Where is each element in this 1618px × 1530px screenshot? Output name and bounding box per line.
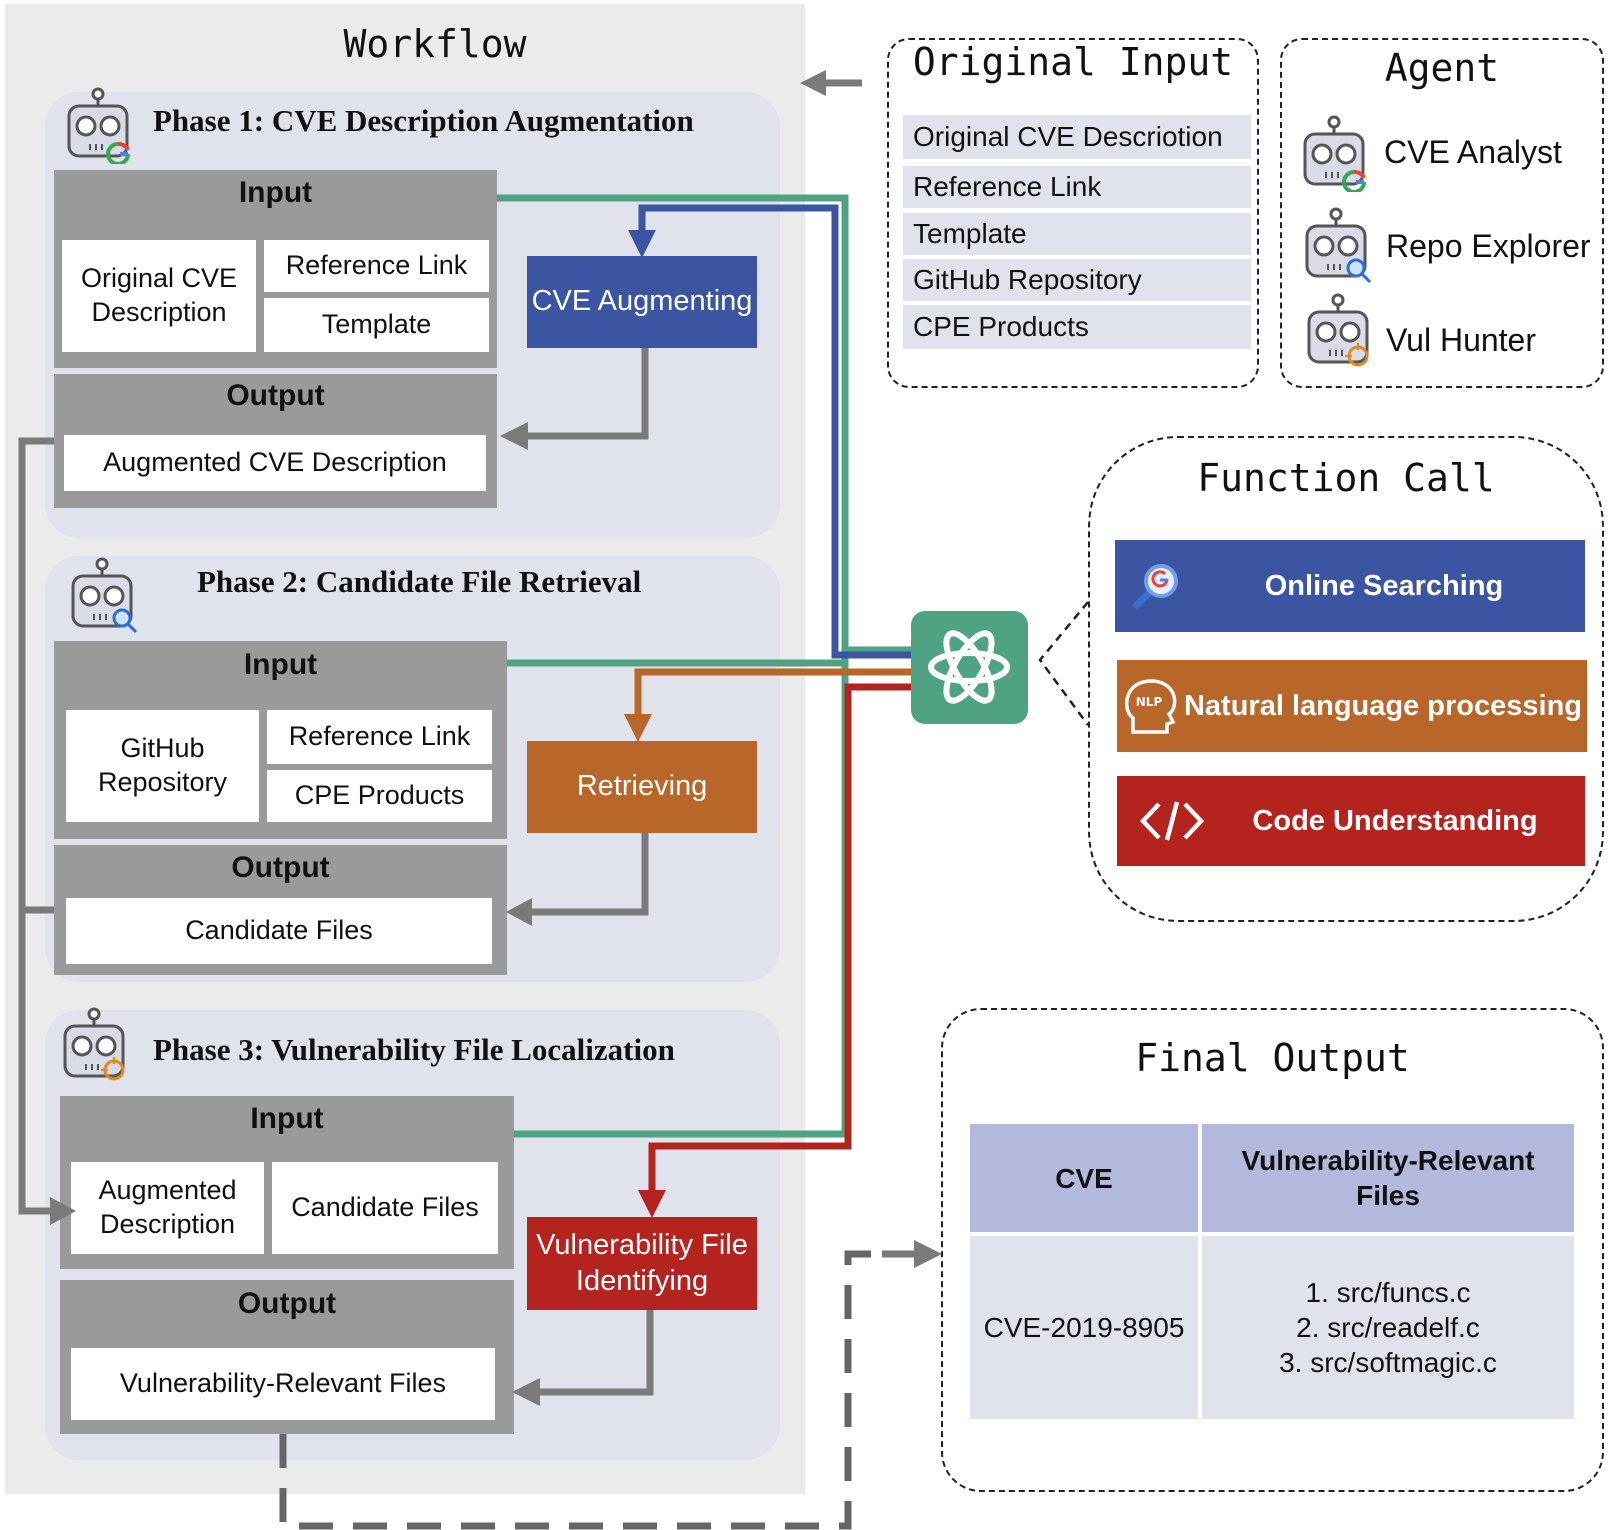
phase2-title: Phase 2: Candidate File Retrieval bbox=[197, 564, 642, 599]
original-input-item: Original CVE Descriotion bbox=[903, 115, 1251, 159]
original-input-item: CPE Products bbox=[903, 305, 1251, 349]
online-searching-label: Online Searching bbox=[1264, 569, 1504, 602]
original-input-title: Original Input bbox=[912, 40, 1234, 84]
robot-icon bbox=[71, 557, 138, 634]
openai-logo-icon bbox=[911, 611, 1028, 724]
phase1-input-template: Template bbox=[264, 298, 489, 352]
code-understanding-function: Code Understanding bbox=[1117, 776, 1585, 866]
nlp-function: NLP Natural language processing bbox=[1117, 660, 1587, 752]
nlp-icon-text: NLP bbox=[1136, 695, 1163, 709]
robot-icon bbox=[63, 1007, 125, 1081]
phase3-input-label: Input bbox=[250, 1102, 324, 1135]
phase3-input-augmented-description: Augmented Description bbox=[71, 1162, 264, 1254]
file-item: 3. src/softmagic.c bbox=[1279, 1347, 1497, 1378]
file-item: 1. src/funcs.c bbox=[1305, 1277, 1471, 1308]
online-searching-function: Online Searching bbox=[1115, 540, 1585, 632]
robot-icon bbox=[67, 87, 130, 164]
robot-icon bbox=[1303, 115, 1366, 192]
vulnerability-file-identifying-process: Vulnerability File Identifying bbox=[527, 1217, 757, 1310]
original-input-item: Reference Link bbox=[903, 166, 1251, 208]
search-icon bbox=[1133, 564, 1178, 609]
phase1-input-label: Input bbox=[238, 176, 313, 209]
cve-augmenting-process: CVE Augmenting bbox=[527, 256, 757, 348]
phase2-output-label: Output bbox=[231, 851, 330, 884]
phase1-input-cve-description: Original CVE Description bbox=[62, 240, 256, 352]
phase3-output-label: Output bbox=[237, 1287, 337, 1320]
table-header-cve: CVE bbox=[970, 1124, 1198, 1232]
retrieving-process: Retrieving bbox=[527, 741, 757, 833]
phase3-title: Phase 3: Vulnerability File Localization bbox=[153, 1032, 675, 1067]
phase2-input-github-repository: GitHub Repository bbox=[66, 710, 259, 822]
robot-icon bbox=[1305, 207, 1372, 284]
code-icon bbox=[1139, 801, 1205, 841]
final-output-title: Final Output bbox=[1135, 1036, 1410, 1080]
phase2-input-reference-link: Reference Link bbox=[267, 710, 492, 764]
phase1-title: Phase 1: CVE Description Augmentation bbox=[153, 103, 694, 138]
phase2-input-cpe-products: CPE Products bbox=[267, 770, 492, 822]
agent-cve-analyst: CVE Analyst bbox=[1384, 134, 1562, 170]
table-cell-files: 1. src/funcs.c 2. src/readelf.c 3. src/s… bbox=[1202, 1236, 1574, 1419]
nlp-head-icon: NLP bbox=[1125, 679, 1177, 734]
agent-vul-hunter: Vul Hunter bbox=[1386, 322, 1536, 358]
code-understanding-label: Code Understanding bbox=[1252, 804, 1538, 837]
workflow-title: Workflow bbox=[343, 22, 527, 66]
phase1-output-label: Output bbox=[226, 379, 325, 412]
phase2-output-candidate-files: Candidate Files bbox=[66, 898, 492, 964]
table-cell-cve: CVE-2019-8905 bbox=[970, 1236, 1198, 1419]
file-item: 2. src/readelf.c bbox=[1296, 1312, 1480, 1343]
agent-title: Agent bbox=[1384, 46, 1500, 90]
robot-icon bbox=[1307, 293, 1369, 367]
phase3-input-candidate-files: Candidate Files bbox=[272, 1162, 498, 1254]
original-input-item: Template bbox=[903, 213, 1251, 255]
phase3-output-vulnerability-files: Vulnerability-Relevant Files bbox=[71, 1348, 495, 1420]
function-call-title: Function Call bbox=[1197, 456, 1495, 500]
agent-repo-explorer: Repo Explorer bbox=[1386, 228, 1591, 264]
phase1-output-augmented: Augmented CVE Description bbox=[64, 435, 486, 491]
phase2-input-label: Input bbox=[243, 648, 318, 681]
table-header-files: Vulnerability-Relevant Files bbox=[1202, 1124, 1574, 1232]
phase1-input-reference-link: Reference Link bbox=[264, 240, 489, 292]
original-input-item: GitHub Repository bbox=[903, 259, 1251, 301]
nlp-label: Natural language processing bbox=[1183, 689, 1583, 722]
